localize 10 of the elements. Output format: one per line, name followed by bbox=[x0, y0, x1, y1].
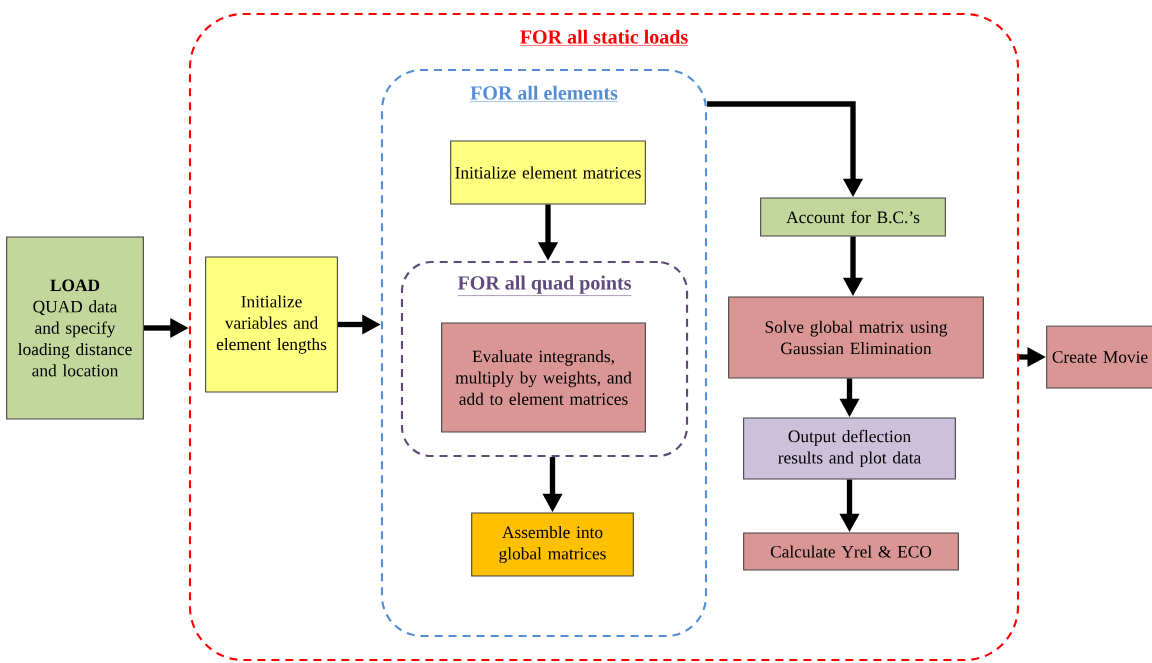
process-box: Solve global matrix using Gaussian Elimination bbox=[728, 296, 984, 379]
process-box: LOAD QUAD data and specify loading distance and location bbox=[6, 236, 144, 420]
process-box: Create Movie bbox=[1046, 325, 1152, 389]
process-box: Output deflection results and plot data bbox=[743, 417, 956, 480]
process-box: Evaluate integrands, multiply by weights, and add to element matrices bbox=[441, 322, 646, 433]
process-box: Initialize element matrices bbox=[450, 140, 646, 205]
process-box: Calculate Yrel & ECO bbox=[743, 532, 959, 571]
process-box: Initialize variables and element lengths bbox=[205, 256, 338, 393]
process-box: Assemble into global matrices bbox=[471, 512, 634, 577]
process-box: Account for B.C.’s bbox=[760, 197, 946, 237]
